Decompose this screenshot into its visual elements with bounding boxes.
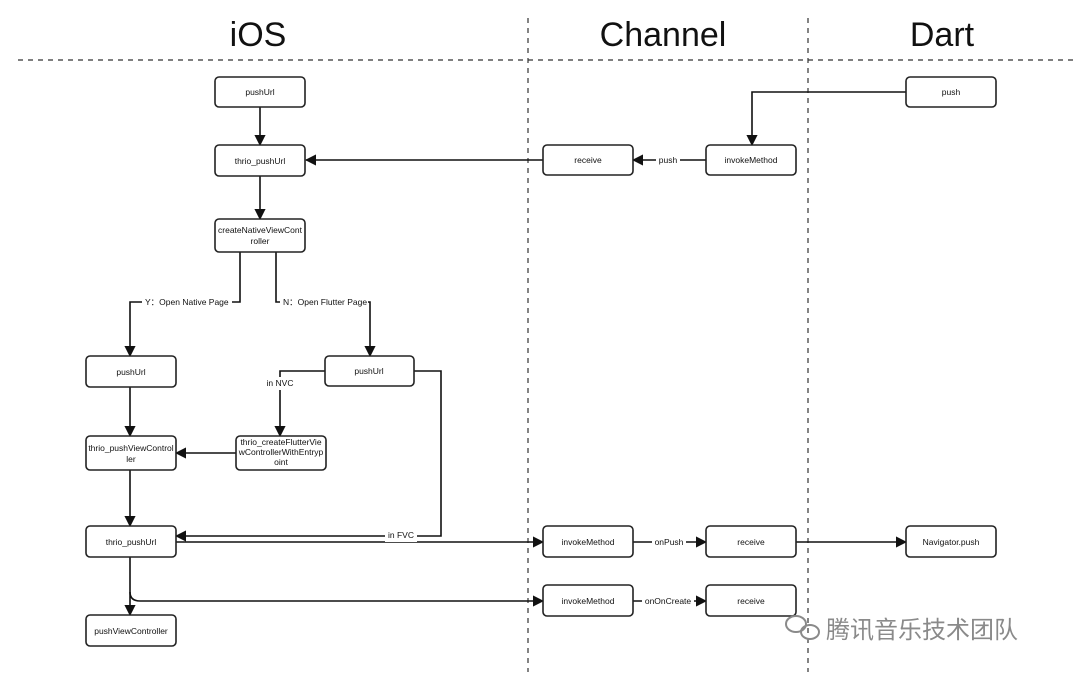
- svg-text:roller: roller: [251, 236, 270, 246]
- svg-text:thrio_pushViewControl: thrio_pushViewControl: [88, 443, 173, 453]
- edge-labels: push Y：Open Native Page N：Open Flutter P…: [142, 153, 694, 608]
- node-thrio-push-vc: thrio_pushViewControl ler: [85, 435, 177, 471]
- edge-push-to-invoke: [746, 91, 906, 147]
- edge-in-fvc: [174, 370, 442, 542]
- node-thrio-push-url-bottom: thrio_pushUrl: [85, 525, 177, 558]
- svg-text:thrio_pushUrl: thrio_pushUrl: [106, 537, 157, 547]
- node-push-view-controller: pushViewController: [85, 614, 177, 647]
- node-receive-onpush: receive: [705, 525, 797, 558]
- svg-text:thrio_createFlutterVie: thrio_createFlutterVie: [240, 437, 321, 447]
- node-create-native-vc: createNativeViewCont roller: [214, 218, 306, 253]
- node-push-url-native: pushUrl: [85, 355, 177, 388]
- svg-text:push: push: [942, 87, 961, 97]
- edge-label-no-flutter: N：Open Flutter Page: [283, 297, 367, 307]
- watermark: 腾讯音乐技术团队: [785, 615, 1018, 644]
- svg-text:ler: ler: [126, 454, 136, 464]
- svg-text:invokeMethod: invokeMethod: [562, 537, 615, 547]
- watermark-text: 腾讯音乐技术团队: [826, 616, 1018, 644]
- node-thrio-push-url-top: thrio_pushUrl: [214, 144, 306, 177]
- edges: [124, 91, 908, 617]
- svg-text:pushUrl: pushUrl: [245, 87, 274, 97]
- svg-text:receive: receive: [574, 155, 602, 165]
- svg-text:invokeMethod: invokeMethod: [562, 596, 615, 606]
- svg-text:createNativeViewCont: createNativeViewCont: [218, 225, 303, 235]
- edge-label-in-nvc: in NVC: [267, 378, 294, 388]
- svg-text:wControllerWithEntryp: wControllerWithEntryp: [238, 447, 324, 457]
- edge-label-in-fvc: in FVC: [388, 530, 414, 540]
- node-invoke-method-top: invokeMethod: [705, 144, 797, 176]
- svg-text:pushUrl: pushUrl: [354, 366, 383, 376]
- node-receive-oncreate: receive: [705, 584, 797, 617]
- svg-text:oint: oint: [274, 457, 288, 467]
- edge-thrio-to-invoke-oncreate: [129, 591, 545, 607]
- node-push-dart: push: [905, 76, 997, 108]
- node-thrio-create-flutter-vc: thrio_createFlutterVie wControllerWithEn…: [235, 435, 327, 471]
- edge-label-yes-native: Y：Open Native Page: [145, 297, 229, 307]
- wechat-icon: [785, 615, 820, 640]
- nodes: push invokeMethod receive pushUrl thrio_…: [85, 76, 997, 647]
- edge-label-onpush: onPush: [655, 537, 684, 547]
- node-navigator-push: Navigator.push: [905, 525, 997, 558]
- lane-title-dart: Dart: [910, 16, 975, 54]
- svg-text:invokeMethod: invokeMethod: [725, 155, 778, 165]
- edge-label-push: push: [659, 155, 678, 165]
- svg-text:receive: receive: [737, 537, 765, 547]
- edge-label-ononcreate: onOnCreate: [645, 596, 692, 606]
- node-invoke-method-oncreate: invokeMethod: [542, 584, 634, 617]
- svg-text:receive: receive: [737, 596, 765, 606]
- node-receive-top: receive: [542, 144, 634, 176]
- lane-title-ios: iOS: [230, 16, 287, 54]
- svg-text:Navigator.push: Navigator.push: [923, 537, 980, 547]
- svg-text:pushViewController: pushViewController: [94, 626, 168, 636]
- edge-in-nvc: [274, 370, 325, 438]
- node-invoke-method-onpush: invokeMethod: [542, 525, 634, 558]
- node-push-url-top: pushUrl: [214, 76, 306, 108]
- svg-text:pushUrl: pushUrl: [116, 367, 145, 377]
- node-push-url-flutter: pushUrl: [324, 355, 415, 387]
- svg-text:thrio_pushUrl: thrio_pushUrl: [235, 156, 286, 166]
- lane-title-channel: Channel: [600, 16, 727, 54]
